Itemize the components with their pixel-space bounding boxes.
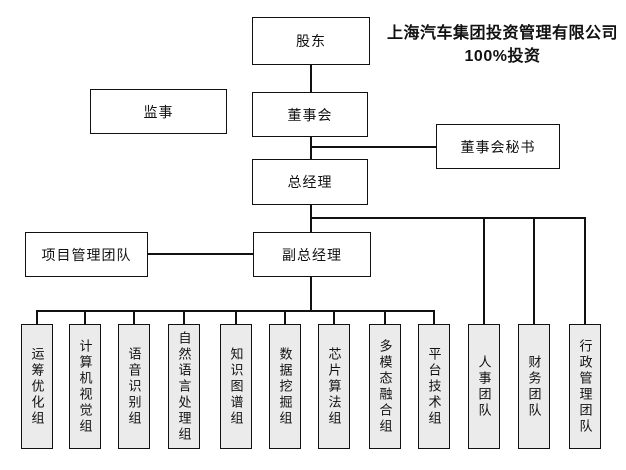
connector-shareholder-board — [310, 65, 312, 92]
team-finance: 财务团队 — [518, 324, 550, 449]
group-operations-research: 运筹优化组 — [21, 324, 53, 449]
connector-board-gm — [310, 137, 312, 159]
investor-annotation: 上海汽车集团投资管理有限公司 100%投资 — [385, 22, 620, 68]
node-supervisor: 监事 — [90, 89, 227, 134]
connector-drop-group-5 — [235, 310, 237, 325]
connector-drop-group-8 — [384, 310, 386, 325]
investor-company-name: 上海汽车集团投资管理有限公司 — [386, 25, 618, 42]
connector-drop-group-9 — [433, 310, 435, 325]
connector-drop-group-3 — [133, 310, 135, 325]
node-shareholder: 股东 — [252, 17, 370, 65]
investment-percentage: 100%投资 — [464, 48, 541, 65]
node-board-of-directors: 董事会 — [252, 92, 368, 137]
connector-gm-support-teams — [310, 217, 585, 219]
connector-drop-group-4 — [183, 310, 185, 325]
node-board-secretary: 董事会秘书 — [436, 124, 560, 169]
group-chip-algorithm: 芯片算法组 — [318, 324, 350, 449]
connector-drop-group-2 — [84, 310, 86, 325]
group-multimodal-fusion: 多模态融合组 — [369, 324, 401, 449]
connector-drop-group-7 — [333, 310, 335, 325]
connector-pm-team-dgm — [148, 253, 253, 255]
connector-drop-finance-team — [533, 217, 535, 324]
team-admin-management: 行政管理团队 — [569, 324, 601, 449]
connector-drop-group-6 — [284, 310, 286, 325]
node-project-management-team: 项目管理团队 — [25, 232, 148, 277]
team-hr: 人事团队 — [468, 324, 500, 449]
group-speech-recognition: 语音识别组 — [118, 324, 150, 449]
connector-drop-admin-team — [584, 217, 586, 324]
connector-dgm-groups — [310, 276, 312, 311]
connector-board-secretary — [311, 146, 436, 148]
node-general-manager: 总经理 — [252, 159, 368, 205]
group-nlp: 自然语言处理组 — [168, 324, 200, 449]
group-platform-technology: 平台技术组 — [418, 324, 450, 449]
node-deputy-general-manager: 副总经理 — [253, 232, 371, 277]
connector-drop-hr-team — [483, 217, 485, 324]
group-knowledge-graph: 知识图谱组 — [220, 324, 252, 449]
connector-drop-group-1 — [36, 310, 38, 325]
group-computer-vision: 计算机视觉组 — [69, 324, 101, 449]
group-data-mining: 数据挖掘组 — [269, 324, 301, 449]
connector-gm-dgm — [310, 205, 312, 232]
